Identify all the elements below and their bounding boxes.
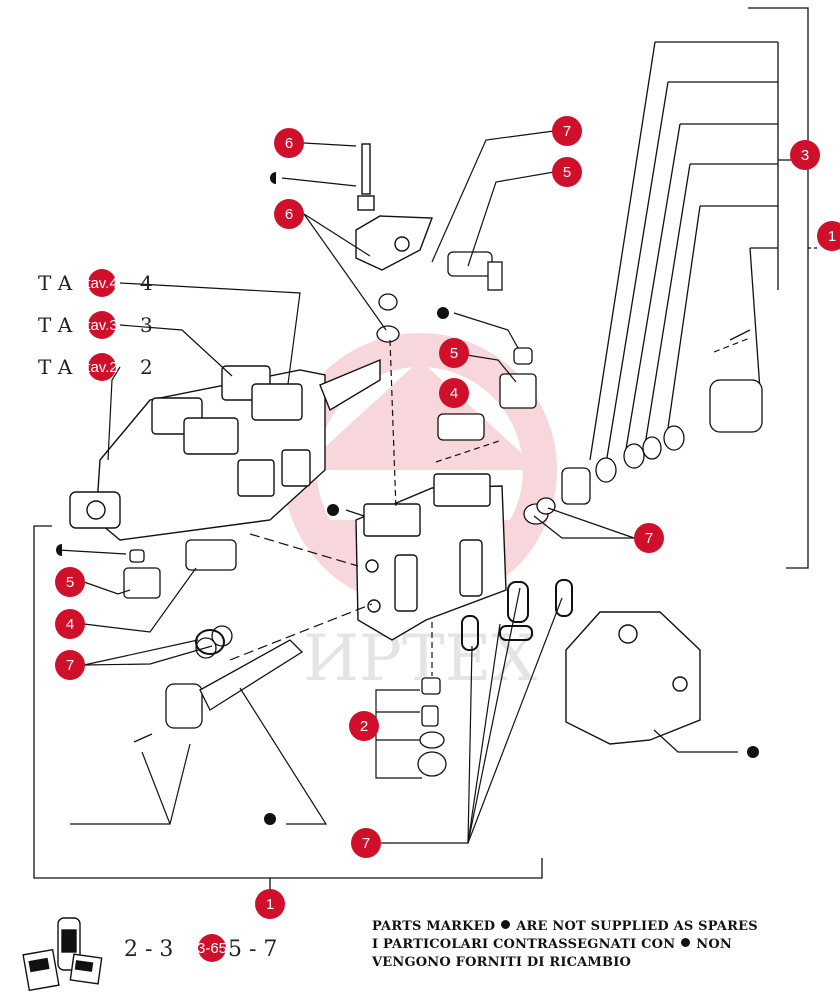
badge-circle	[634, 523, 664, 553]
part-badge-b6-mid: 6	[274, 199, 304, 229]
part-badge-b3: 3	[790, 140, 820, 170]
check-valve-stack	[417, 677, 447, 777]
notice-line-it: I PARTICOLARI CONTRASSEGNATI CON NON	[372, 936, 832, 954]
badge-label: 3	[801, 147, 809, 164]
notice-line-en: PARTS MARKED ARE NOT SUPPLIED AS SPARES	[372, 918, 832, 936]
page-ref-suffix: 5 - 7	[228, 937, 277, 962]
badge-label: 2	[360, 718, 368, 735]
spring-stack	[561, 329, 763, 505]
badge-label: 6	[285, 135, 293, 152]
part-badge-b5-mid: 5	[439, 338, 469, 368]
part-badge-b1-right: 1	[817, 221, 840, 251]
part-badge-b2: 2	[349, 711, 379, 741]
seals	[195, 579, 573, 655]
table-ref-tav2: T A tav.2 2	[38, 353, 153, 381]
page-ref-prefix: 2 - 3	[124, 937, 173, 962]
badge-label: 5	[563, 164, 571, 181]
table-ref-tag: tav.3	[86, 317, 117, 334]
table-ref-prefix: T A	[38, 355, 73, 379]
badge-label: 6	[285, 206, 293, 223]
table-ref-tav4: T A tav.4 4	[38, 269, 153, 297]
table-ref-tav3: T A tav.3 3	[38, 311, 153, 339]
part-badge-b7-top: 7	[552, 116, 582, 146]
badge-label: 7	[645, 530, 653, 547]
table-ref-suffix: 3	[140, 313, 153, 337]
badge-circle	[55, 567, 85, 597]
not-supplied-marker	[56, 544, 62, 556]
part-badge-b5-left: 5	[55, 567, 85, 597]
part-badge-b4-mid: 4	[439, 378, 469, 408]
badge-circle	[439, 338, 469, 368]
table-ref-prefix: T A	[38, 313, 73, 337]
part-badge-b4-left: 4	[55, 609, 85, 639]
badge-circle	[55, 609, 85, 639]
badge-circle	[255, 889, 285, 919]
table-ref-prefix: T A	[38, 271, 73, 295]
badge-label: 7	[362, 835, 370, 852]
badge-circle	[817, 221, 840, 251]
manual-book-icon	[22, 917, 103, 992]
part-badge-b6-top: 6	[274, 128, 304, 158]
not-supplied-marker	[264, 813, 276, 825]
bracket-right	[589, 7, 820, 569]
not-supplied-dot-icon	[501, 920, 511, 929]
badge-label: 5	[450, 345, 458, 362]
badge-label: 5	[66, 574, 74, 591]
notice-en-before: PARTS MARKED	[372, 919, 496, 934]
badge-circle	[274, 199, 304, 229]
badge-circle	[349, 711, 379, 741]
notice-it-after: NON	[696, 937, 732, 952]
not-supplied-markers	[56, 172, 759, 825]
badge-circle	[55, 650, 85, 680]
watermark-text: ИРТЕХ	[303, 622, 537, 696]
badge-circle	[274, 128, 304, 158]
badge-circle	[351, 828, 381, 858]
part-badge-b7-right: 7	[634, 523, 664, 553]
notice-it-before: I PARTICOLARI CONTRASSEGNATI CON	[372, 937, 676, 952]
badge-label: 7	[66, 657, 74, 674]
end-cover	[565, 611, 701, 745]
valve-section-center	[355, 473, 507, 641]
badge-label: 1	[266, 896, 274, 913]
part-badge-b7-left: 7	[55, 650, 85, 680]
not-supplied-marker	[270, 172, 276, 184]
spares-notice: PARTS MARKED ARE NOT SUPPLIED AS SPARES I…	[372, 918, 832, 972]
valve-block-main	[69, 358, 381, 541]
notice-en-after: ARE NOT SUPPLIED AS SPARES	[516, 919, 758, 934]
notice-line-it-2: VENGONO FORNITI DI RICAMBIO	[372, 955, 632, 970]
not-supplied-marker	[327, 504, 339, 516]
bracket-bottom	[33, 525, 543, 890]
part-badge-b1-bottom: 1	[255, 889, 285, 919]
spool-assembly	[133, 625, 304, 743]
badge-label: 1	[828, 228, 836, 245]
table-ref-tag: tav.2	[86, 359, 117, 376]
badge-circle	[439, 378, 469, 408]
not-supplied-dot-icon	[681, 938, 691, 947]
badge-circle	[552, 157, 582, 187]
top-cap-block	[355, 143, 433, 271]
table-ref-suffix: 2	[140, 355, 153, 379]
badge-label: 7	[563, 123, 571, 140]
badge-label: 4	[66, 616, 74, 633]
not-supplied-marker	[747, 746, 759, 758]
part-badge-b7-bottom: 7	[351, 828, 381, 858]
page-ref-badge: 3-65	[197, 940, 227, 957]
part-badge-b5-top: 5	[552, 157, 582, 187]
part-badges: 6 7 5 6 3 1 5 4 7 5 4 7 2 7 1	[55, 116, 840, 919]
page-reference: 2 - 3 3-65 5 - 7	[124, 934, 277, 962]
table-ref-tag: tav.4	[86, 275, 117, 292]
fittings	[123, 251, 556, 599]
not-supplied-marker	[437, 307, 449, 319]
table-ref-suffix: 4	[140, 271, 153, 295]
badge-circle	[790, 140, 820, 170]
leader-lines	[57, 130, 751, 844]
badge-label: 4	[450, 385, 458, 402]
badge-circle	[552, 116, 582, 146]
